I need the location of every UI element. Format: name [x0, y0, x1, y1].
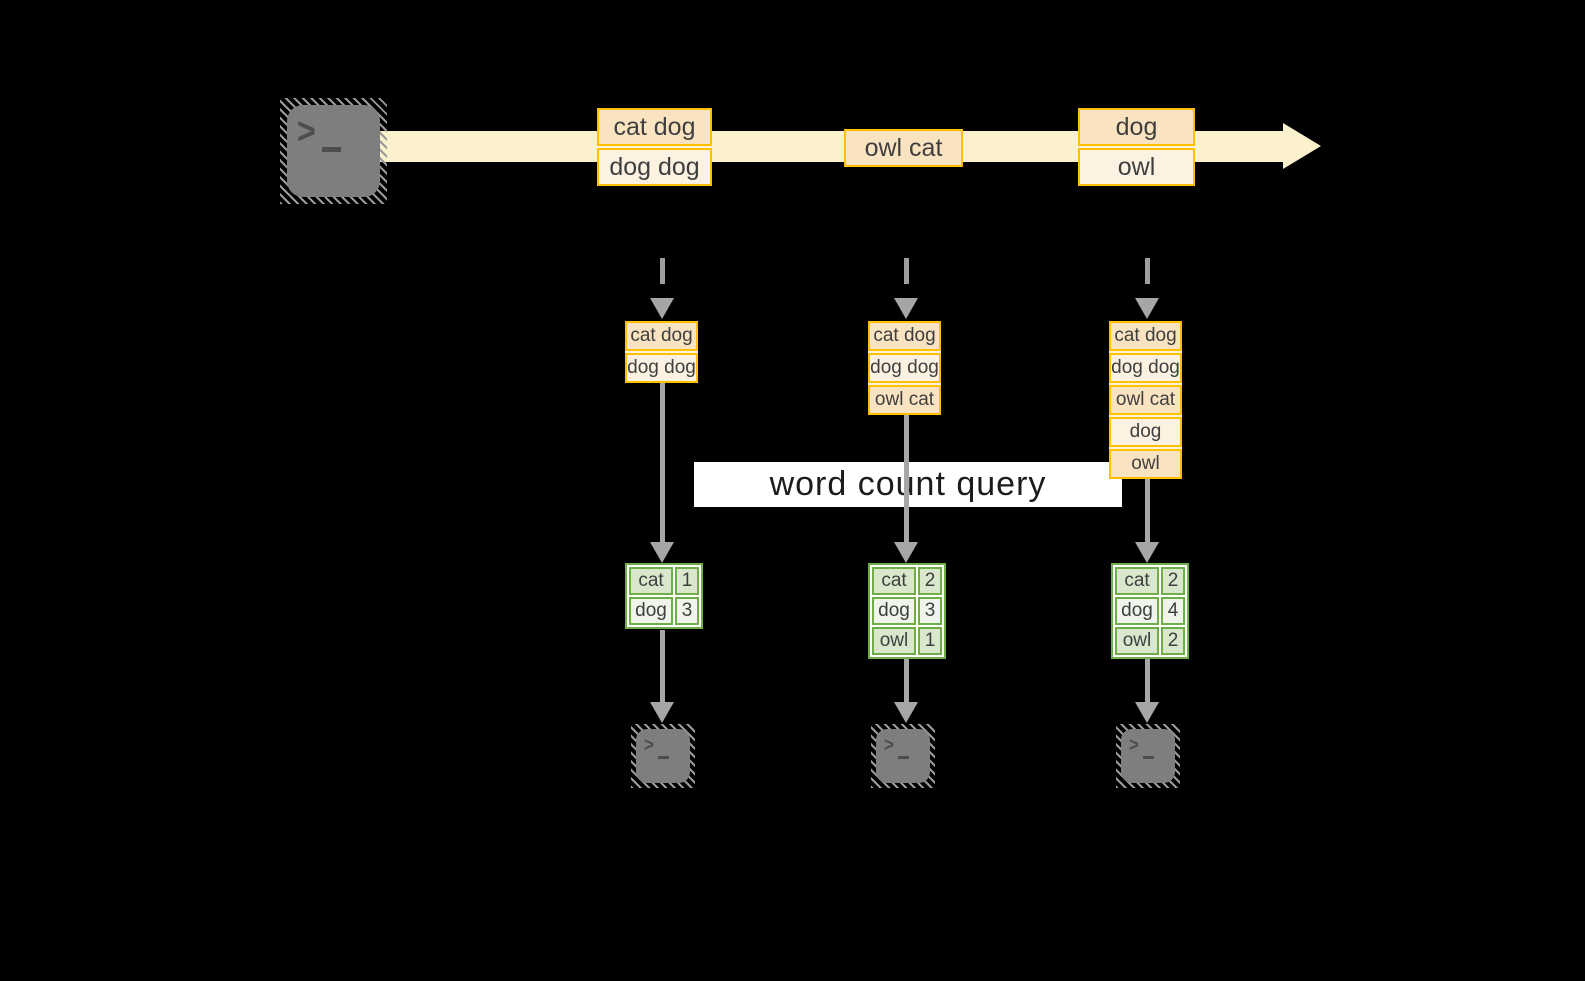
state-row: cat dog	[1109, 321, 1182, 351]
state-stack-2: cat dog dog dog owl cat	[868, 321, 941, 415]
sink-arrow-head-2-icon	[894, 702, 918, 723]
stream-event: owl	[1078, 148, 1195, 186]
count-value: 1	[918, 627, 942, 655]
prompt-cursor-icon	[321, 147, 341, 152]
stream-event: owl cat	[844, 129, 963, 167]
count-table-1: cat 1 dog 3	[625, 563, 703, 629]
count-value: 2	[1161, 627, 1185, 655]
count-word: cat	[872, 567, 916, 595]
state-row: dog dog	[1109, 353, 1182, 383]
sink-arrow-head-1-icon	[650, 702, 674, 723]
state-row: cat dog	[868, 321, 941, 351]
sink-arrow-1	[659, 630, 665, 702]
count-word: owl	[1115, 627, 1159, 655]
count-value: 3	[675, 597, 699, 625]
query-arrow-3	[1144, 479, 1150, 542]
stream-event-batch-1: cat dog dog dog	[597, 108, 712, 186]
query-arrow-2	[903, 415, 909, 542]
terminal-body: >	[287, 105, 380, 197]
count-table-2: cat 2 dog 3 owl 1	[868, 563, 946, 659]
state-stack-3: cat dog dog dog owl cat dog owl	[1109, 321, 1182, 479]
sink-arrow-3	[1144, 658, 1150, 702]
terminal-body: >	[876, 729, 930, 783]
state-row: owl	[1109, 449, 1182, 479]
query-arrow-1	[659, 383, 665, 542]
count-word: owl	[872, 627, 916, 655]
state-row: owl cat	[868, 385, 941, 415]
sink-terminal-3-icon: >	[1116, 724, 1180, 788]
count-word: dog	[872, 597, 916, 625]
ingest-arrow-head-2-icon	[894, 298, 918, 319]
sink-arrow-head-3-icon	[1135, 702, 1159, 723]
count-value: 3	[918, 597, 942, 625]
count-value: 2	[918, 567, 942, 595]
prompt-chevron-icon: >	[884, 733, 894, 756]
query-arrow-head-3-icon	[1135, 542, 1159, 563]
stream-arrow-head-icon	[1283, 123, 1321, 169]
state-stack-1: cat dog dog dog	[625, 321, 698, 383]
sink-terminal-2-icon: >	[871, 724, 935, 788]
terminal-body: >	[1121, 729, 1175, 783]
ingest-arrow-head-1-icon	[650, 298, 674, 319]
query-arrow-head-1-icon	[650, 542, 674, 563]
stream-event: dog dog	[597, 148, 712, 186]
query-arrow-head-2-icon	[894, 542, 918, 563]
ingest-arrow-dash-2	[903, 258, 909, 298]
prompt-cursor-icon	[1142, 756, 1154, 759]
ingest-arrow-dash-1	[659, 258, 665, 298]
state-row: dog	[1109, 417, 1182, 447]
prompt-cursor-icon	[897, 756, 909, 759]
state-row: dog dog	[868, 353, 941, 383]
sink-arrow-2	[903, 658, 909, 702]
state-row: cat dog	[625, 321, 698, 351]
ingest-arrow-head-3-icon	[1135, 298, 1159, 319]
sink-terminal-1-icon: >	[631, 724, 695, 788]
stream-event-batch-2: owl cat	[844, 129, 963, 167]
state-row: dog dog	[625, 353, 698, 383]
prompt-chevron-icon: >	[297, 110, 316, 152]
count-word: dog	[1115, 597, 1159, 625]
prompt-chevron-icon: >	[644, 733, 654, 756]
count-word: dog	[629, 597, 673, 625]
source-terminal-icon: >	[280, 98, 387, 204]
ingest-arrow-dash-3	[1144, 258, 1150, 298]
state-row: owl cat	[1109, 385, 1182, 415]
stream-event-batch-3: dog owl	[1078, 108, 1195, 186]
count-value: 2	[1161, 567, 1185, 595]
prompt-cursor-icon	[657, 756, 669, 759]
count-value: 1	[675, 567, 699, 595]
terminal-body: >	[636, 729, 690, 783]
count-word: cat	[629, 567, 673, 595]
count-table-3: cat 2 dog 4 owl 2	[1111, 563, 1189, 659]
count-value: 4	[1161, 597, 1185, 625]
stream-event: cat dog	[597, 108, 712, 146]
prompt-chevron-icon: >	[1129, 733, 1139, 756]
count-word: cat	[1115, 567, 1159, 595]
stream-event: dog	[1078, 108, 1195, 146]
